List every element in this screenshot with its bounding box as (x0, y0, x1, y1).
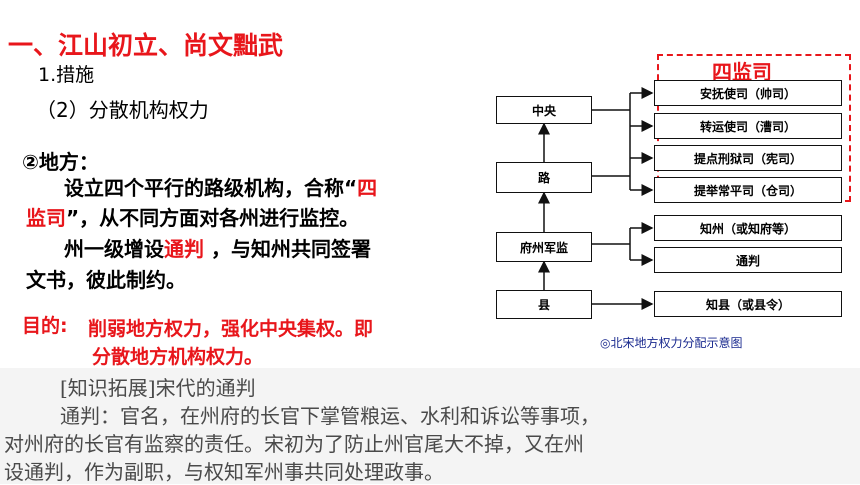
node-tongpan: 通判 (654, 247, 842, 273)
ext-line2: 对州府的长官有监察的责任。宋初为了防止州官尾大不掉，又在州 (4, 432, 584, 456)
section-disperse: （2）分散机构权力 (36, 98, 209, 122)
office-anfu: 安抚使司（帅司） (654, 80, 842, 106)
ext-line3: 设通判，作为副职，与权知军州事共同处理政事。 (4, 460, 444, 484)
local-label: ②地方： (22, 150, 99, 174)
office-tiju: 提举常平司（仓司） (654, 177, 842, 203)
section-measures: 1.措施 (38, 64, 95, 86)
node-zhizhou: 知州（或知府等） (654, 215, 842, 241)
office-tidian: 提点刑狱司（宪司） (654, 145, 842, 171)
diagram-connectors (538, 87, 654, 310)
para2-text: 州一级增设 (64, 237, 164, 261)
node-xian: 县 (496, 290, 592, 319)
knowledge-extension: [知识拓展]宋代的通判 通判：官名，在州府的长官下掌管粮运、水利和诉讼等事项， … (0, 368, 860, 484)
node-central: 中央 (496, 96, 592, 124)
para1-text: 设立四个平行的路级机构，合称“ (64, 176, 358, 200)
para2-line1: 州一级增设通判 ，与知州共同签署 (64, 233, 371, 262)
node-lu: 路 (496, 162, 592, 193)
purpose-line1: 削弱地方权力，强化中央集权。即 (88, 318, 374, 340)
node-zhixian: 知县（或县令） (654, 291, 842, 317)
para1-highlight-2: 监司 (26, 206, 66, 230)
office-zhuanyun: 转运使司（漕司） (654, 113, 842, 139)
para2-line2: 文书，彼此制约。 (26, 268, 186, 292)
node-fuzhou: 府州军监 (496, 232, 592, 262)
para1-line1: 设立四个平行的路级机构，合称“四 (64, 172, 377, 201)
para1-highlight: 四 (357, 176, 378, 200)
para1-line2: 监司”，从不同方面对各州进行监控。 (26, 202, 359, 231)
ext-line1: 通判：官名，在州府的长官下掌管粮运、水利和诉讼等事项， (60, 404, 600, 428)
purpose-line2: 分散地方机构权力。 (92, 346, 264, 368)
para1-text-2: ”，从不同方面对各州进行监控。 (66, 206, 360, 230)
para2-text-b: ，与知州共同签署 (204, 237, 371, 261)
purpose-label: 目的: (22, 315, 68, 337)
main-heading: 一、江山初立、尚文黜武 (8, 31, 284, 60)
diagram-caption: ◎北宋地方权力分配示意图 (600, 336, 743, 350)
para2-highlight: 通判 (164, 237, 204, 261)
ext-title: [知识拓展]宋代的通判 (60, 376, 256, 400)
